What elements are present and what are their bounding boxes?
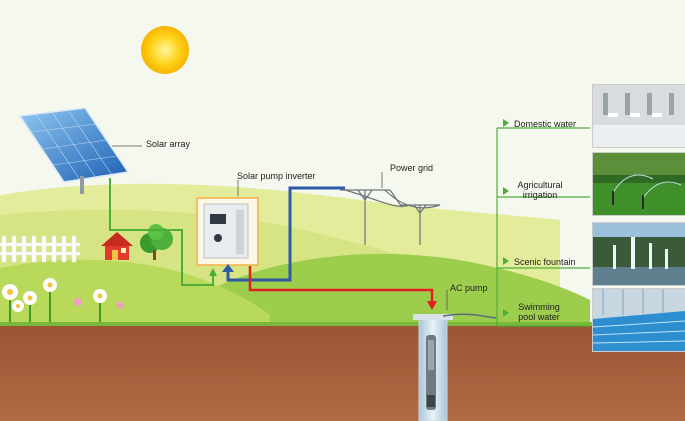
irrigation-image — [592, 152, 685, 216]
pump-arrow-icon — [427, 301, 437, 310]
sun-icon — [141, 26, 189, 74]
solar-array-icon — [18, 107, 130, 194]
front-hill — [210, 253, 590, 330]
pool-line-2: pool water — [518, 312, 560, 322]
domestic-water-image — [592, 84, 685, 148]
panel-to-inverter-wire — [109, 178, 214, 286]
application-label-domestic: Domestic water — [514, 119, 577, 129]
power-grid-label: Power grid — [390, 163, 434, 173]
power-grid-icon — [340, 189, 441, 245]
pool-line-1: Swimming — [518, 302, 560, 312]
grass-line — [0, 322, 685, 326]
arrow-icon — [503, 187, 509, 195]
solar-pump-inverter-icon — [196, 197, 259, 266]
inverter-to-pump-wire — [248, 266, 434, 302]
left-hill — [0, 259, 270, 330]
leader-lines — [112, 145, 448, 310]
soil — [0, 325, 685, 421]
ac-pump-label: AC pump — [450, 283, 488, 293]
arrow-icon — [503, 119, 509, 127]
irrigation-line-2: irrigation — [522, 190, 558, 200]
pool-image — [592, 288, 685, 352]
ac-pump-icon — [426, 335, 436, 410]
arrow-icon — [503, 257, 509, 265]
pump-outlet-pipe — [442, 313, 497, 319]
fence — [0, 235, 81, 263]
application-label-fountain: Scenic fountain — [514, 257, 576, 267]
application-label-pool: Swimming pool water — [508, 302, 570, 322]
wire-arrow-icon — [209, 268, 217, 276]
irrigation-line-1: Agricultural — [517, 180, 563, 190]
application-label-irrigation: Agricultural irrigation — [510, 180, 570, 200]
fountain-image — [592, 222, 685, 286]
flowers-icon — [2, 278, 124, 323]
distribution-lines — [496, 127, 590, 327]
grid-arrow-icon — [222, 264, 234, 272]
solar-pump-inverter-label: Solar pump inverter — [237, 171, 316, 181]
inverter-to-grid-wire — [226, 186, 345, 282]
solar-array-label: Solar array — [146, 139, 191, 149]
arrow-icon — [503, 309, 509, 317]
house-icon — [101, 232, 133, 260]
trees-icon — [140, 224, 173, 260]
